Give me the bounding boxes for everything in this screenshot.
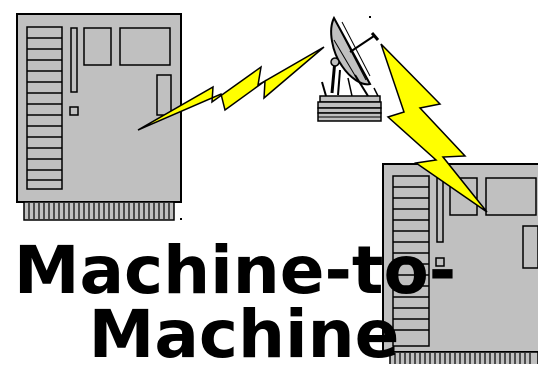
diagram-title-line-1: Machine-to- (0, 238, 470, 304)
satellite-dish-icon (318, 16, 381, 121)
machine-left-icon (17, 14, 181, 220)
diagram-title-line-2: Machine (14, 302, 474, 368)
